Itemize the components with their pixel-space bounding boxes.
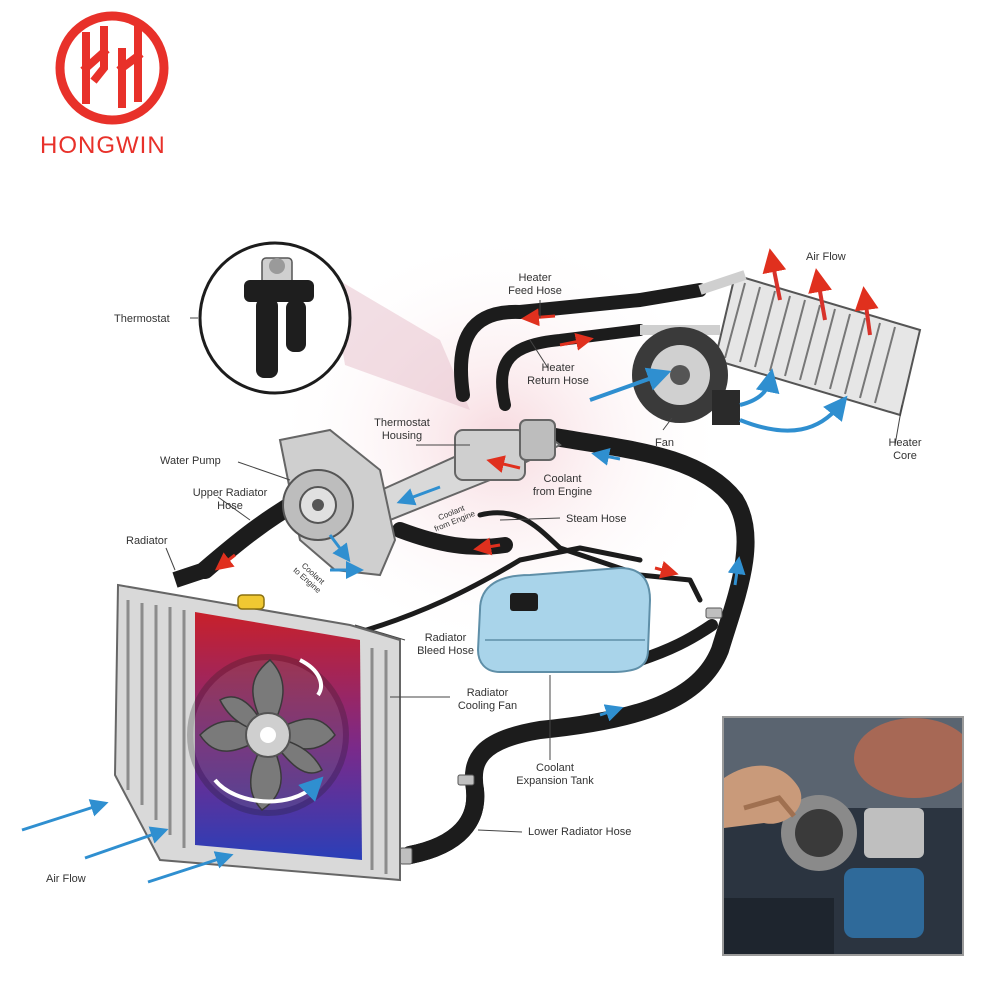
- label-upper-radiator-hose: Upper Radiator Hose: [192, 487, 268, 512]
- label-heater-core: Heater Core: [888, 437, 922, 462]
- hot-flow-arrows: [214, 308, 679, 579]
- label-coolant-expansion-tank: Coolant Expansion Tank: [516, 762, 594, 787]
- label-radiator-cooling-fan: Radiator Cooling Fan: [457, 687, 518, 712]
- thermostat-icon: [244, 257, 314, 378]
- steam-hose: [477, 510, 703, 603]
- label-radiator-bleed-hose: Radiator Bleed Hose: [417, 632, 474, 657]
- heater-feed-hose: [453, 283, 707, 402]
- heater-core: [640, 270, 922, 417]
- coolant-expansion-tank: [476, 566, 652, 673]
- thermostat-inset: [198, 241, 352, 395]
- brand-name: HONGWIN: [40, 132, 166, 159]
- label-coolant-from-engine: Coolant from Engine: [532, 473, 593, 498]
- radiator-bleed-hose: [347, 545, 643, 638]
- inset-beam: [330, 275, 470, 410]
- label-heater-feed-hose: Heater Feed Hose: [508, 272, 562, 297]
- label-lower-radiator-hose: Lower Radiator Hose: [528, 826, 632, 838]
- lower-radiator-hose: [401, 781, 485, 864]
- label-air-flow-bottom: Air Flow: [46, 873, 86, 885]
- leader-lines: [165, 300, 903, 833]
- label-water-pump: Water Pump: [160, 455, 221, 467]
- heater-return-hose: [496, 324, 646, 411]
- label-thermostat-housing: Thermostat Housing: [374, 417, 430, 442]
- engine-thermostat-photo: [724, 718, 974, 954]
- label-heater-return-hose: Heater Return Hose: [527, 362, 589, 387]
- radiator-cooling-fan: [187, 654, 349, 816]
- label-thermostat: Thermostat: [114, 313, 170, 325]
- label-radiator: Radiator: [126, 535, 168, 547]
- hongwin-logo-icon: [55, 11, 169, 125]
- thermostat-housing: [368, 419, 562, 522]
- inset-photo: [722, 716, 974, 956]
- label-steam-hose: Steam Hose: [566, 513, 627, 525]
- water-pump: [278, 428, 397, 577]
- air-flow-arrows-bottom: [21, 799, 234, 884]
- label-air-flow-top: Air Flow: [806, 251, 846, 263]
- label-fan: Fan: [655, 437, 674, 449]
- fan-flow-arrows: [589, 367, 848, 433]
- coolant-flow-arrows: [328, 447, 746, 722]
- air-flow-arrows-top: [762, 248, 879, 336]
